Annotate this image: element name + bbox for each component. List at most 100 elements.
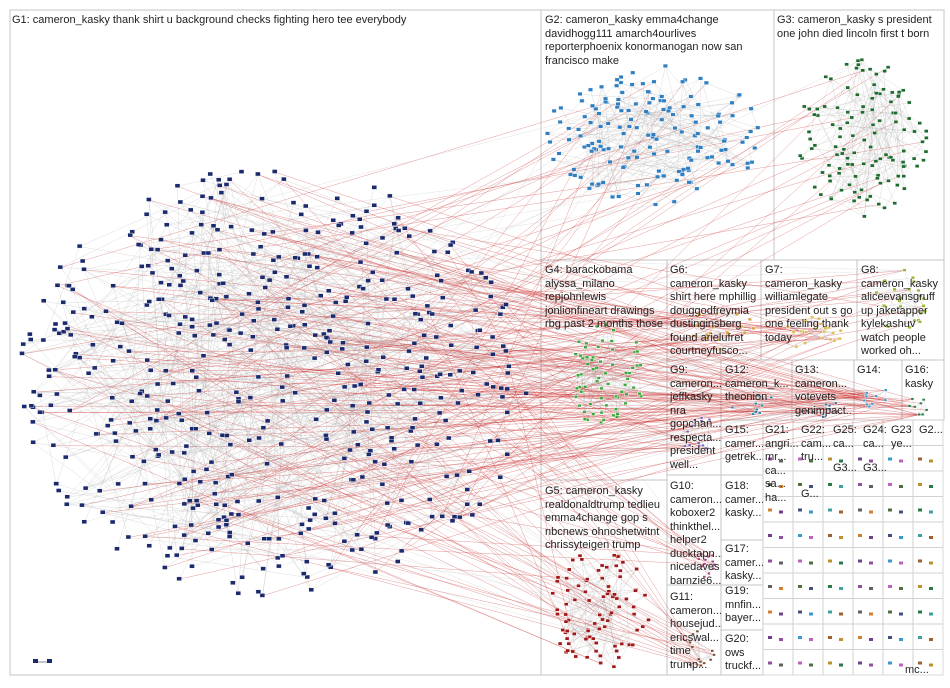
node	[384, 425, 391, 430]
edge	[589, 126, 630, 189]
node	[483, 275, 489, 280]
edge	[614, 614, 635, 647]
node	[477, 328, 483, 333]
node	[607, 159, 613, 164]
node	[591, 412, 596, 416]
edge	[831, 199, 885, 209]
node	[809, 663, 813, 667]
edge	[417, 133, 624, 446]
node	[629, 82, 635, 87]
edge	[876, 289, 895, 293]
node	[285, 305, 291, 310]
node	[590, 103, 595, 108]
node	[583, 590, 588, 594]
group-panel	[822, 649, 854, 676]
node	[642, 593, 648, 597]
group-panel	[912, 496, 944, 523]
node	[256, 435, 262, 441]
edge	[805, 320, 826, 329]
node	[341, 456, 348, 461]
edge	[847, 164, 879, 176]
node	[327, 339, 333, 345]
group-label-g15: G15: camer... getrek...	[725, 424, 763, 463]
edge	[450, 245, 588, 421]
node	[779, 587, 783, 590]
edge	[873, 85, 904, 152]
node	[593, 106, 599, 111]
node	[824, 402, 828, 406]
edge	[174, 326, 697, 528]
node	[869, 663, 873, 667]
edge	[787, 318, 819, 328]
edge	[684, 431, 688, 447]
node	[220, 281, 226, 286]
node	[384, 522, 391, 528]
edge	[224, 339, 239, 400]
edge	[830, 60, 859, 80]
edge	[918, 399, 924, 415]
node	[827, 179, 833, 183]
node	[193, 375, 199, 380]
node	[158, 280, 164, 285]
node	[439, 514, 445, 519]
node	[230, 580, 236, 585]
node	[875, 176, 880, 181]
edge	[63, 302, 212, 463]
edge	[354, 327, 788, 387]
node	[779, 638, 783, 641]
node	[646, 618, 651, 622]
edge	[414, 361, 601, 391]
edge	[148, 199, 920, 416]
edge	[852, 136, 854, 165]
edge	[830, 198, 865, 217]
edge	[333, 316, 830, 410]
node	[695, 629, 700, 633]
node	[117, 344, 124, 349]
node	[864, 198, 870, 202]
node	[918, 483, 922, 486]
edge	[102, 474, 232, 513]
edge	[334, 445, 418, 524]
edge	[884, 138, 927, 209]
edge	[839, 164, 864, 174]
small-label: G...	[801, 488, 819, 500]
edge	[600, 107, 618, 147]
edge	[565, 629, 600, 634]
node	[565, 648, 570, 653]
node	[599, 420, 603, 424]
node	[457, 368, 463, 374]
node	[832, 339, 837, 343]
node	[235, 512, 242, 517]
edge	[547, 101, 583, 134]
node	[177, 322, 183, 327]
node	[174, 183, 181, 188]
edge	[428, 312, 576, 657]
edge	[262, 497, 278, 596]
node	[614, 394, 618, 398]
node	[164, 258, 171, 263]
node	[878, 156, 883, 161]
node	[710, 325, 715, 329]
node	[408, 459, 415, 464]
node	[308, 587, 314, 592]
node	[844, 62, 849, 67]
node	[205, 531, 211, 536]
node	[730, 113, 735, 118]
edge	[394, 224, 717, 315]
node	[717, 120, 723, 125]
edge	[681, 162, 752, 174]
edge	[224, 96, 691, 341]
node	[566, 126, 572, 131]
edge	[565, 594, 608, 632]
node	[68, 332, 74, 338]
edge	[440, 326, 887, 399]
edge	[406, 281, 442, 369]
group-panel	[882, 521, 914, 548]
node	[809, 510, 813, 514]
node	[744, 135, 750, 140]
node	[424, 303, 431, 309]
edge	[558, 84, 633, 155]
node	[179, 546, 185, 551]
node	[672, 126, 678, 131]
edge	[224, 438, 260, 506]
